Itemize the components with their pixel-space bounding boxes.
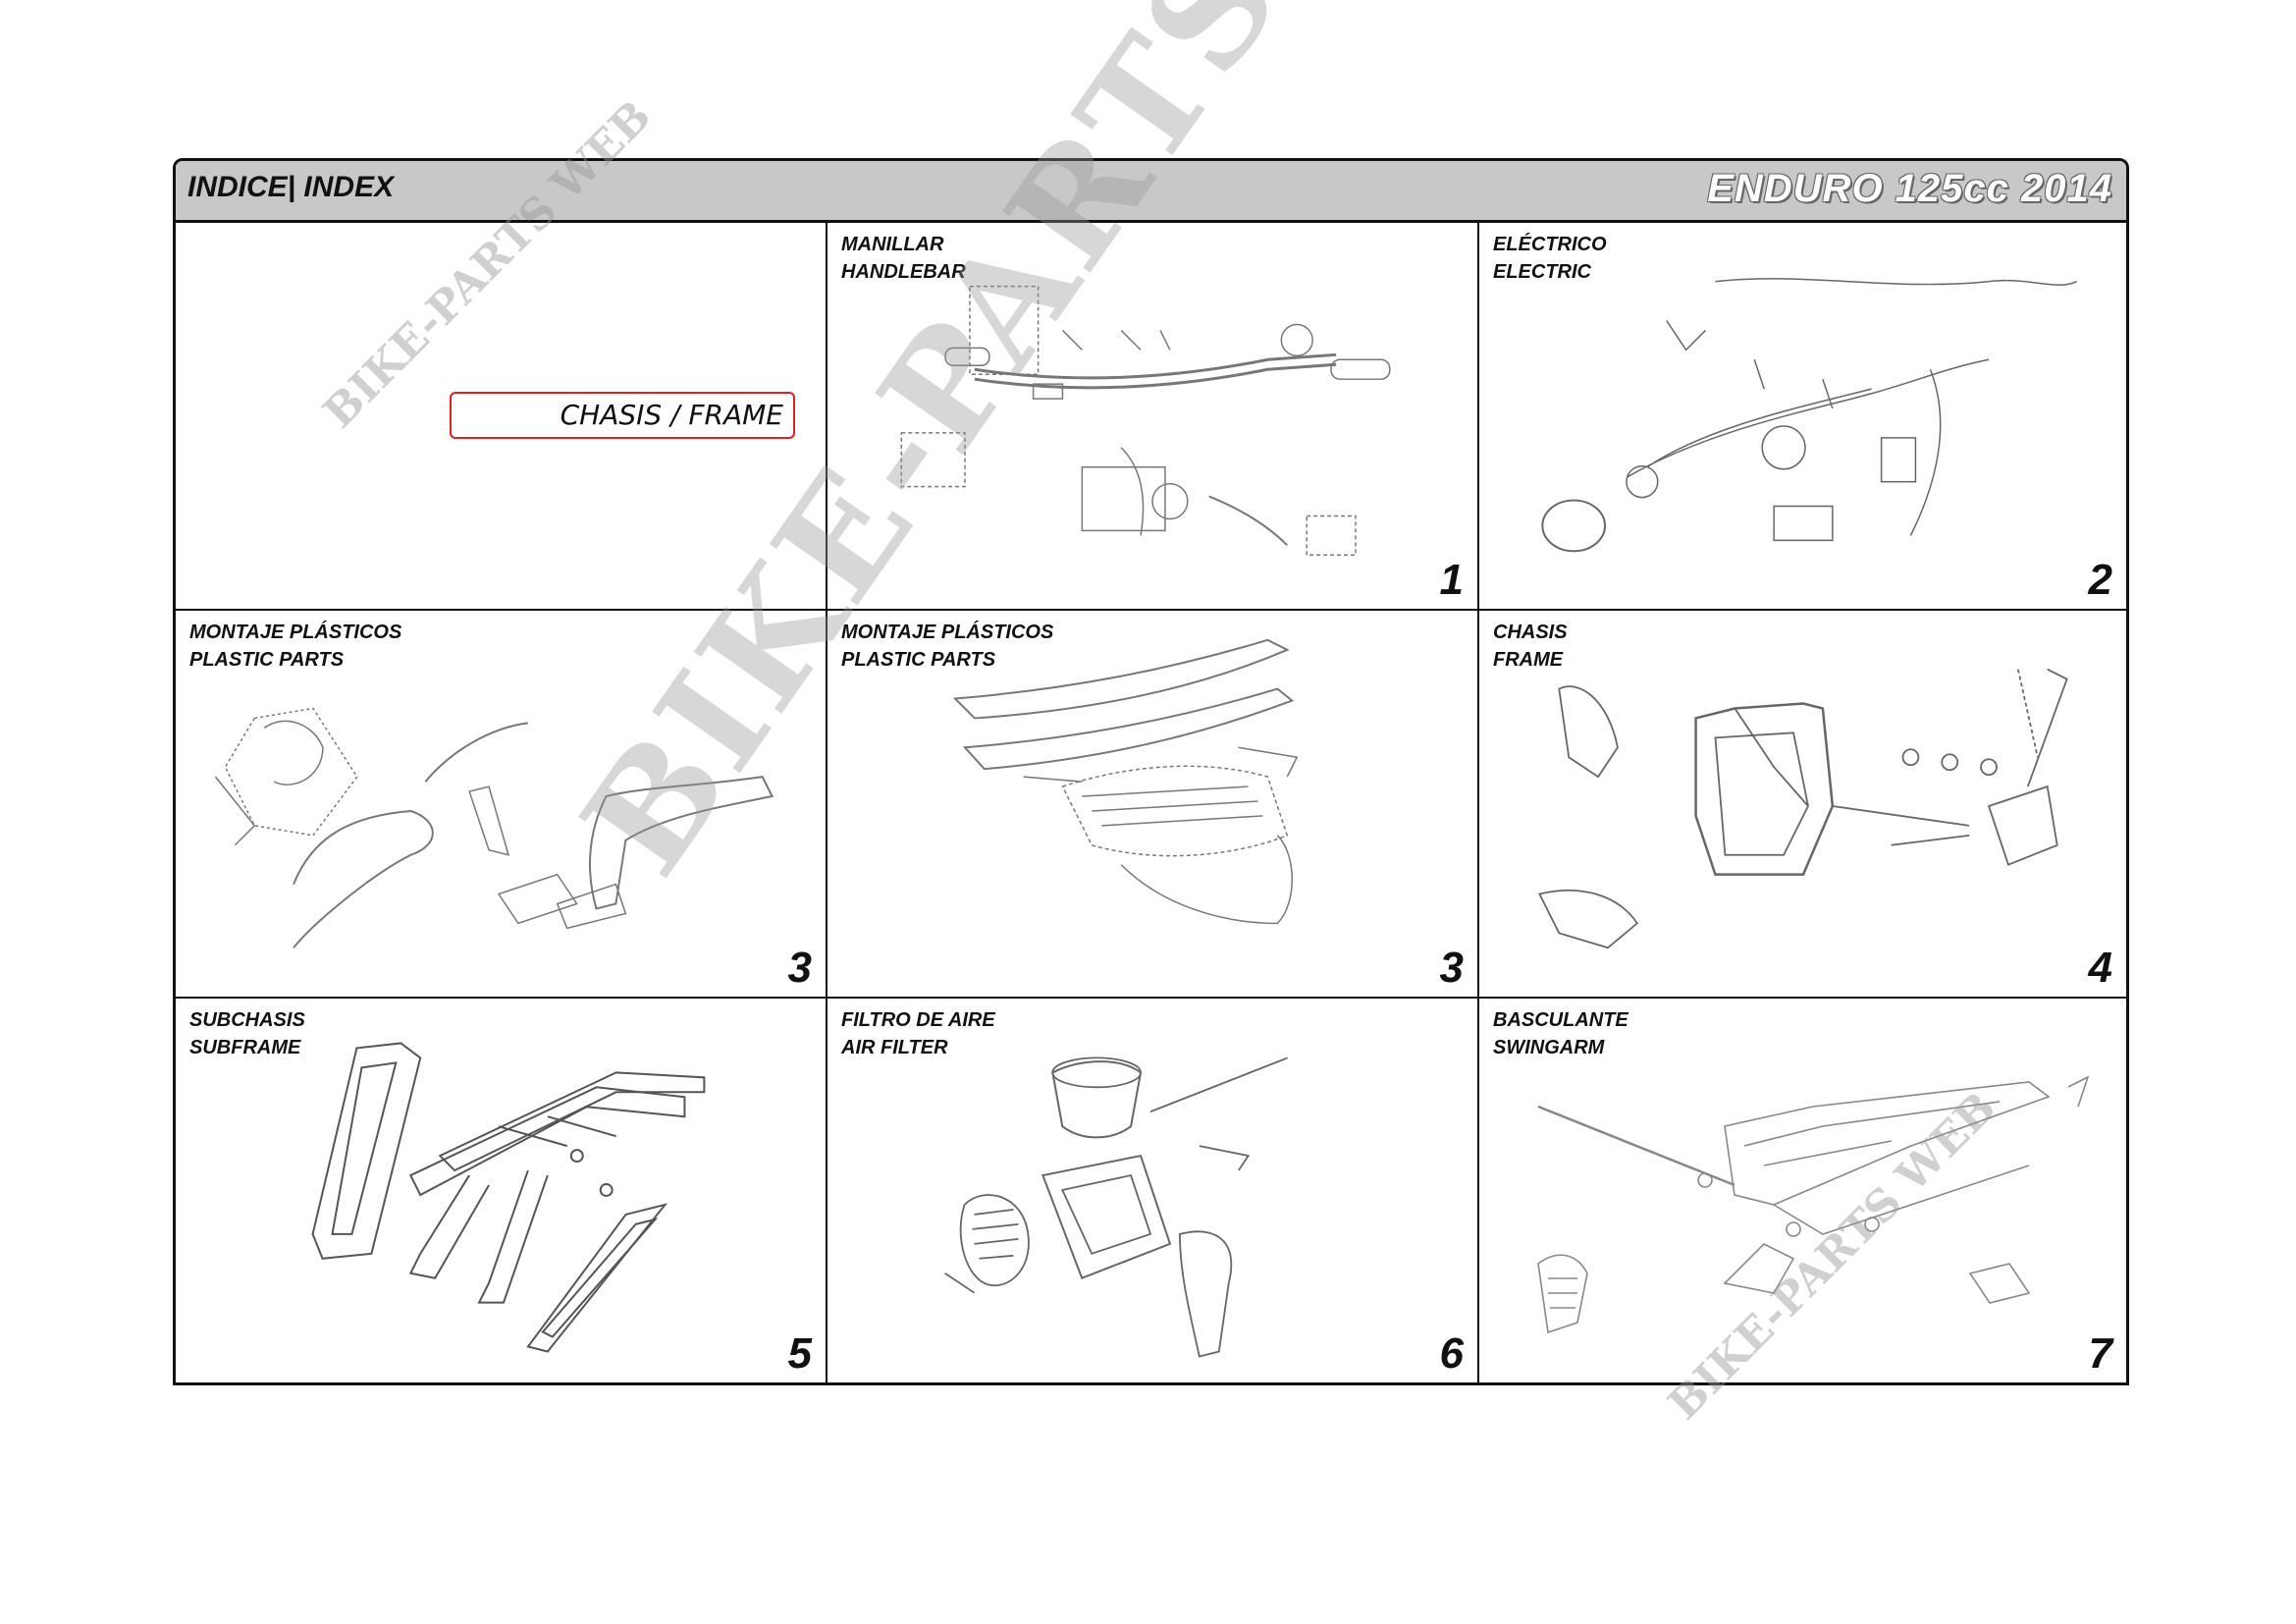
page-number: 3 — [1439, 944, 1464, 992]
cell-title: CHASIS FRAME — [1493, 619, 1568, 674]
title-es: BASCULANTE — [1493, 1009, 1629, 1031]
title-es: SUBCHASIS — [189, 1009, 305, 1031]
subframe-diagram — [311, 1042, 706, 1353]
index-cell-plastic-parts-b[interactable]: MONTAJE PLÁSTICOS PLASTIC PARTS 3 — [828, 611, 1479, 999]
index-cell-air-filter[interactable]: FILTRO DE AIRE AIR FILTER 6 — [828, 999, 1479, 1382]
index-title: INDICE| INDEX — [187, 171, 395, 203]
page-number: 5 — [787, 1329, 812, 1378]
plastic-parts-diagram-a — [214, 707, 774, 948]
cell-title: ELÉCTRICO ELECTRIC — [1493, 231, 1607, 286]
title-es: FILTRO DE AIRE — [841, 1009, 995, 1031]
index-cell-swingarm[interactable]: BASCULANTE SWINGARM 7 — [1479, 999, 2126, 1382]
page-number: 7 — [2088, 1329, 2112, 1378]
cell-title: FILTRO DE AIRE AIR FILTER — [841, 1006, 995, 1061]
title-en: PLASTIC PARTS — [841, 649, 996, 671]
title-en: ELECTRIC — [1493, 261, 1591, 283]
index-cell-frame-link: CHASIS / FRAME — [176, 223, 828, 611]
page-number: 2 — [2088, 556, 2112, 604]
air-filter-diagram — [944, 1056, 1288, 1358]
title-en: SWINGARM — [1493, 1037, 1605, 1058]
index-cell-plastic-parts-a[interactable]: MONTAJE PLÁSTICOS PLASTIC PARTS 3 — [176, 611, 828, 999]
title-es: MANILLAR — [841, 234, 944, 255]
cell-title: MONTAJE PLÁSTICOS PLASTIC PARTS — [189, 619, 401, 674]
index-cell-subframe[interactable]: SUBCHASIS SUBFRAME 5 — [176, 999, 828, 1382]
frame-diagram — [1538, 668, 2068, 949]
handlebar-diagram — [900, 285, 1391, 557]
cell-title: MANILLAR HANDLEBAR — [841, 231, 966, 286]
page-number: 4 — [2088, 944, 2112, 992]
index-cell-handlebar[interactable]: MANILLAR HANDLEBAR 1 — [828, 223, 1479, 611]
title-en: SUBFRAME — [189, 1037, 301, 1058]
cell-title: SUBCHASIS SUBFRAME — [189, 1006, 305, 1061]
index-header: INDICE| INDEX ENDURO 125cc 2014 — [176, 161, 2126, 223]
plastic-parts-diagram-b — [952, 638, 1299, 925]
chasis-frame-link[interactable]: CHASIS / FRAME — [450, 392, 795, 439]
index-sheet: INDICE| INDEX ENDURO 125cc 2014 CHASIS /… — [173, 158, 2129, 1385]
cell-title: BASCULANTE SWINGARM — [1493, 1006, 1629, 1061]
electric-diagram — [1541, 278, 2077, 553]
title-es: MONTAJE PLÁSTICOS — [189, 622, 402, 643]
swingarm-diagram — [1537, 1075, 2090, 1334]
page-number: 1 — [1439, 556, 1464, 604]
page-number: 6 — [1439, 1329, 1464, 1378]
title-en: FRAME — [1493, 649, 1564, 671]
page-number: 3 — [787, 944, 812, 992]
cell-title: MONTAJE PLÁSTICOS PLASTIC PARTS — [841, 619, 1053, 674]
title-es: MONTAJE PLÁSTICOS — [841, 622, 1054, 643]
index-cell-electric[interactable]: ELÉCTRICO ELECTRIC 2 — [1479, 223, 2126, 611]
title-es: CHASIS — [1493, 622, 1568, 643]
title-es: ELÉCTRICO — [1493, 234, 1607, 255]
title-en: HANDLEBAR — [841, 261, 966, 283]
title-en: AIR FILTER — [841, 1037, 948, 1058]
index-cell-frame[interactable]: CHASIS FRAME 4 — [1479, 611, 2126, 999]
title-en: PLASTIC PARTS — [189, 649, 345, 671]
model-title: ENDURO 125cc 2014 — [1707, 167, 2112, 210]
index-grid: CHASIS / FRAME MANILLAR HANDLEBAR — [176, 223, 2126, 1382]
